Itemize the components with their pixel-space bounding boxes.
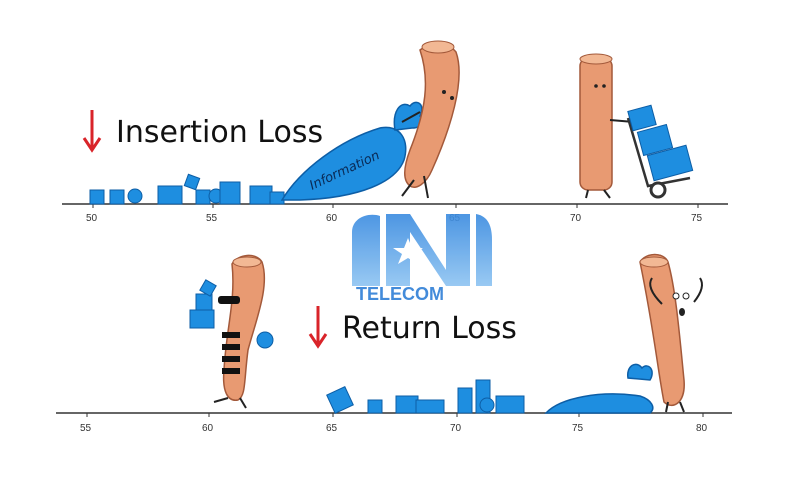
thief-cable-character	[189, 254, 274, 409]
top-tick-label: 50	[86, 213, 98, 224]
bottom-tick-label: 75	[572, 423, 584, 434]
telecom-watermark-logo: TELECOM	[352, 214, 492, 304]
bottom-axis-ticks: 55 60 65 70 75 80	[80, 413, 708, 434]
down-arrow-icon	[82, 110, 102, 153]
top-tick-label: 55	[206, 213, 218, 224]
bottom-tick-label: 70	[450, 423, 462, 434]
bottom-tick-label: 55	[80, 423, 92, 434]
cable-character-hand-truck	[579, 53, 694, 199]
return-loss-title: Return Loss	[342, 311, 517, 346]
watermark-text: TELECOM	[356, 284, 444, 304]
bottom-panel: Return Loss 55 60 65 70 75 80	[56, 253, 732, 434]
top-tick-label: 70	[570, 213, 582, 224]
bottom-tick-label: 65	[326, 423, 338, 434]
shocked-cable-character	[639, 253, 703, 413]
down-arrow-icon	[308, 306, 328, 349]
bottom-tick-label: 80	[696, 423, 708, 434]
insertion-loss-title: Insertion Loss	[116, 115, 323, 150]
data-blocks	[89, 173, 285, 205]
cable-character-dragging	[401, 40, 460, 199]
data-blocks	[326, 379, 525, 414]
bottom-tick-label: 60	[202, 423, 214, 434]
flattened-bag	[544, 363, 654, 414]
top-panel: Insertion Loss 50 55 60 65 70 75	[62, 40, 728, 224]
top-tick-label: 75	[691, 213, 703, 224]
top-tick-label: 60	[326, 213, 338, 224]
star-icon	[393, 238, 423, 264]
